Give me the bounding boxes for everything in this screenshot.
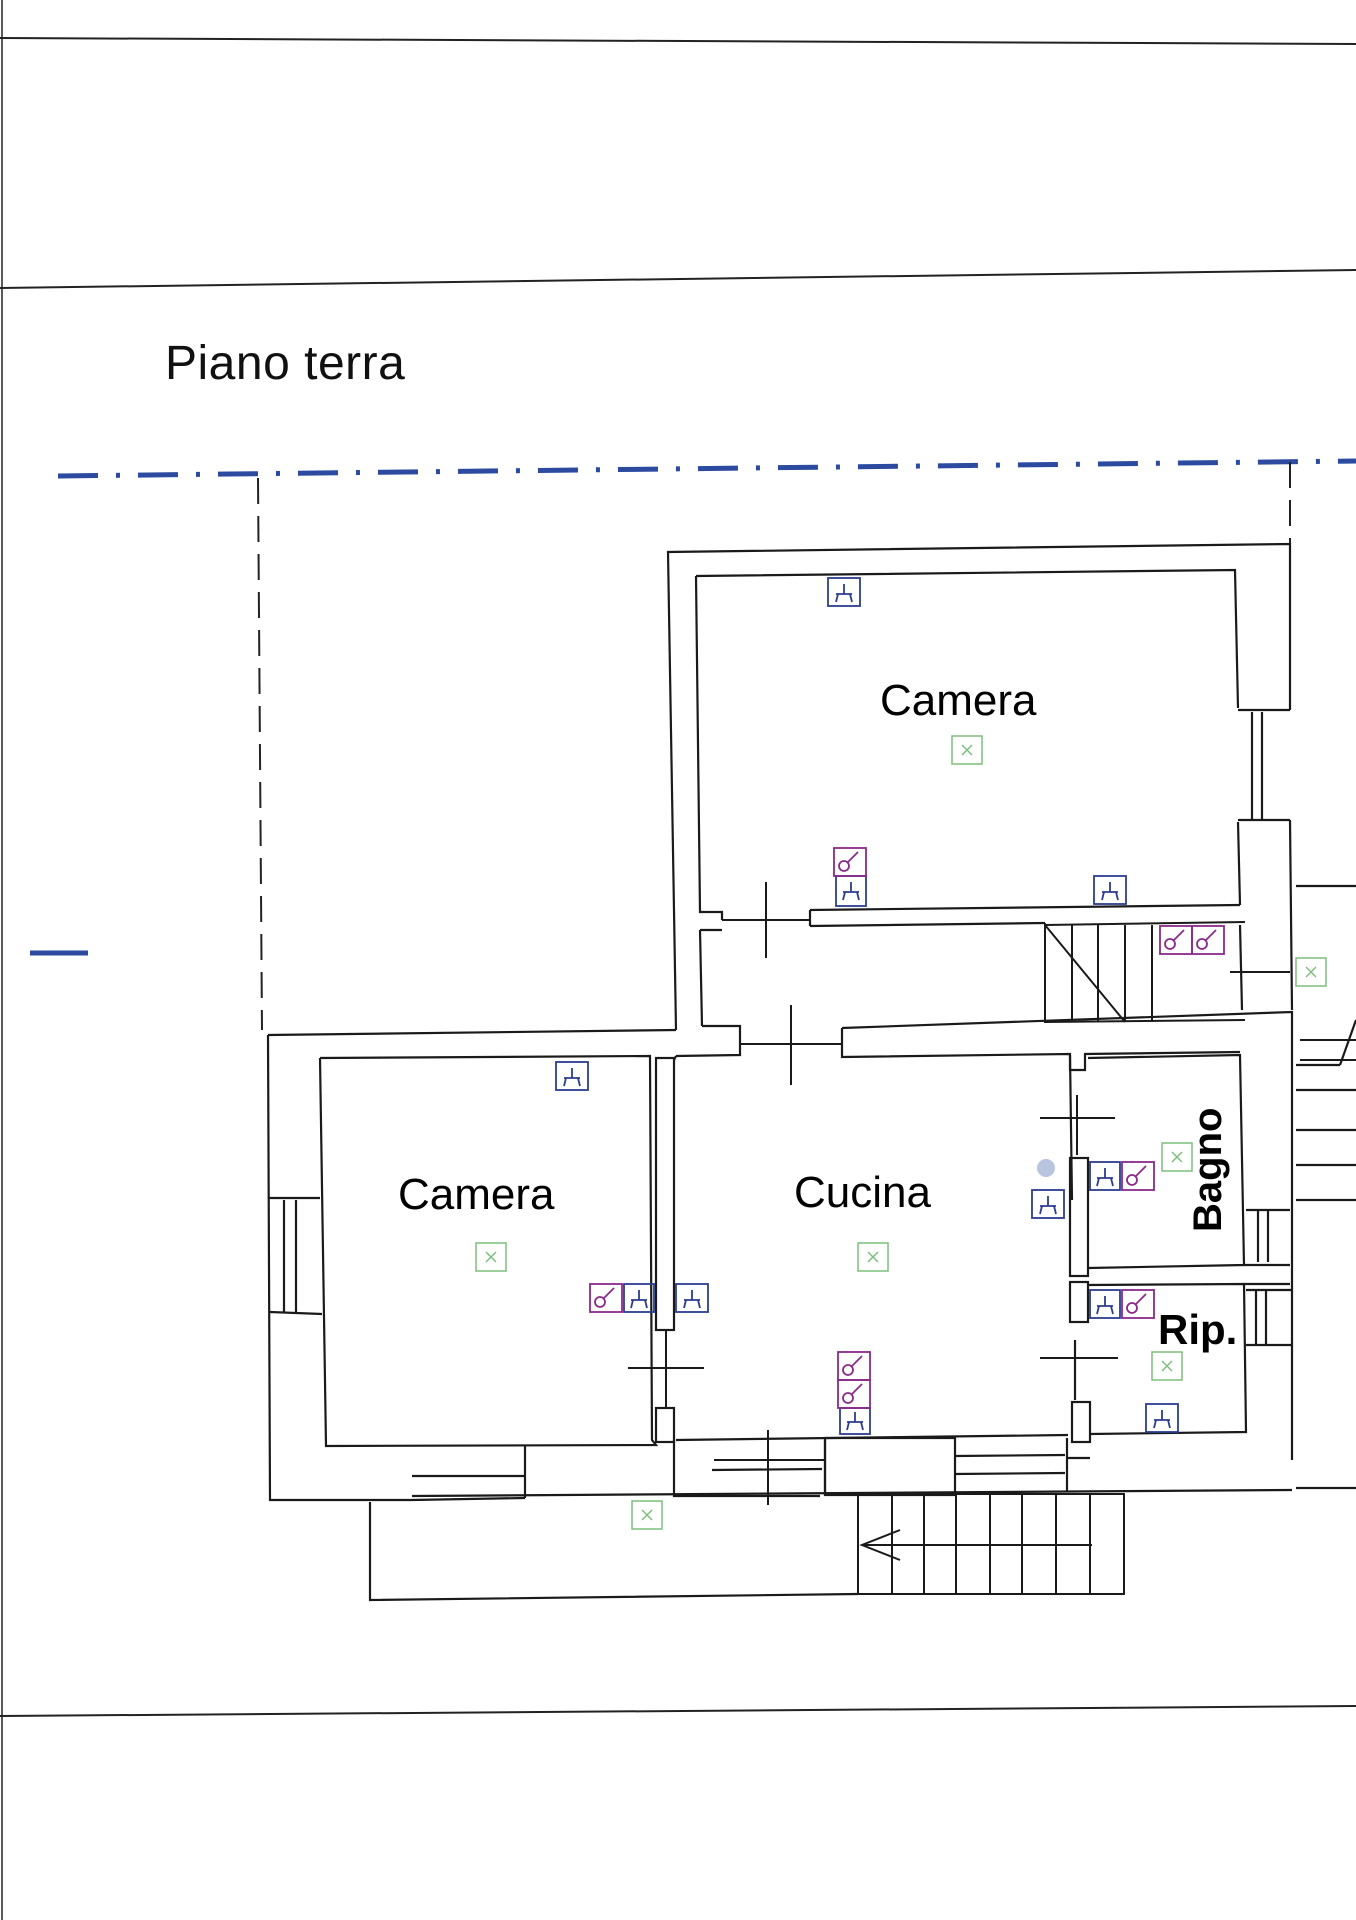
room-label-camera-left: Camera xyxy=(398,1170,555,1219)
socket-icon xyxy=(839,1407,871,1435)
socket-icon xyxy=(623,1283,655,1313)
page-title: Piano terra xyxy=(165,337,406,390)
socket-icon xyxy=(827,577,861,607)
ceiling-light-icon xyxy=(1295,957,1327,987)
fixture-dot xyxy=(1037,1159,1055,1177)
socket-icon xyxy=(1093,875,1127,905)
socket-icon xyxy=(835,875,867,907)
socket-icon xyxy=(1089,1289,1121,1319)
light-switch-icon xyxy=(837,1351,871,1381)
light-switch-icon xyxy=(1121,1289,1155,1319)
socket-icon xyxy=(1145,1403,1179,1433)
ceiling-light-icon xyxy=(1151,1351,1183,1381)
property-boundary xyxy=(30,458,1356,956)
ceiling-light-icon xyxy=(1161,1142,1193,1172)
room-label-cucina: Cucina xyxy=(794,1168,931,1217)
exterior-stairs xyxy=(857,1039,1356,1595)
ceiling-light-icon xyxy=(631,1500,663,1530)
interior-stairs xyxy=(1044,921,1290,1023)
socket-icons xyxy=(555,577,1179,1435)
socket-icon xyxy=(675,1283,709,1313)
socket-icon xyxy=(1089,1161,1121,1191)
room-label-bagno: Bagno xyxy=(1186,1107,1230,1232)
light-switch-icon xyxy=(833,847,867,877)
socket-icon xyxy=(1031,1189,1065,1219)
light-switch-icon xyxy=(1191,925,1225,955)
light-switch-icon xyxy=(1159,925,1193,955)
light-switch-icon xyxy=(1121,1161,1155,1191)
ceiling-light-icons xyxy=(475,735,1327,1530)
light-switch-icon xyxy=(589,1283,623,1313)
ceiling-light-icon xyxy=(475,1242,507,1272)
walls xyxy=(266,542,1356,1602)
door-marks xyxy=(628,882,1118,1505)
ceiling-light-icon xyxy=(857,1242,889,1272)
socket-icon xyxy=(555,1061,589,1091)
light-switch-icon xyxy=(837,1379,871,1409)
lot-boundary-dashed xyxy=(257,462,1291,1031)
ceiling-light-icon xyxy=(951,735,983,765)
room-label-ripostiglio: Rip. xyxy=(1158,1306,1238,1353)
room-label-camera-top: Camera xyxy=(880,676,1037,725)
light-switch-icons xyxy=(589,847,1225,1409)
